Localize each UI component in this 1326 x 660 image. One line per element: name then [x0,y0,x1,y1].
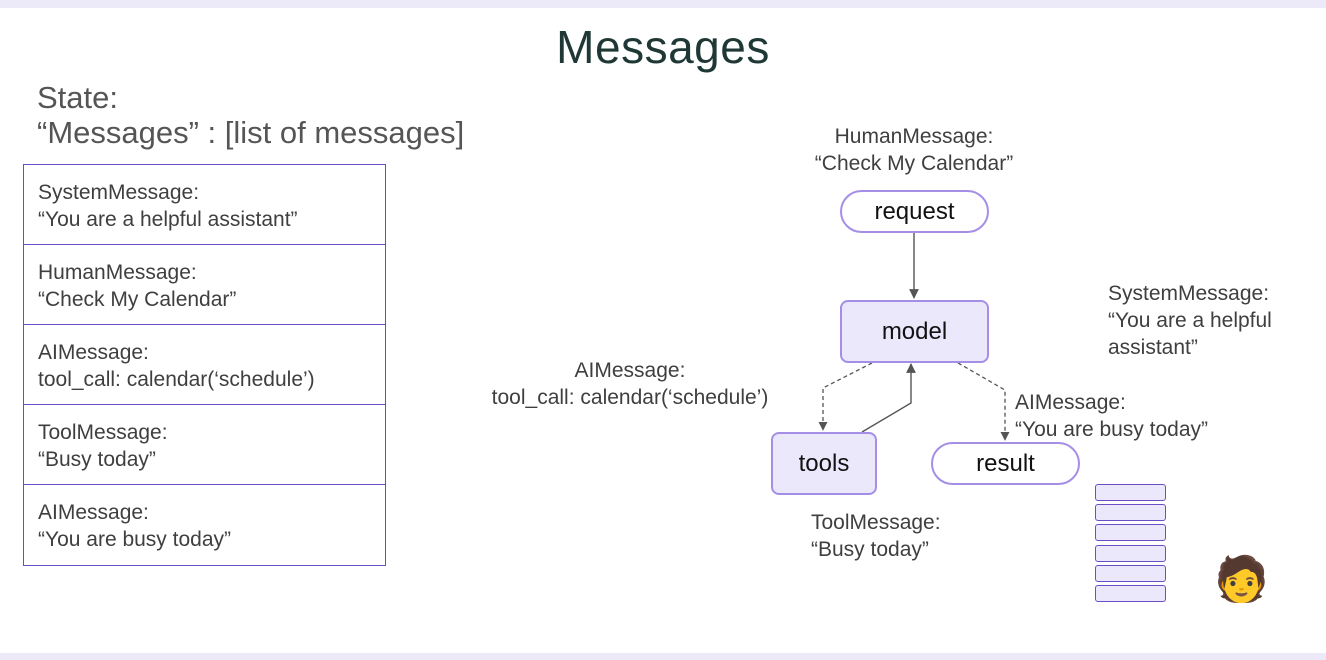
message-list-item: HumanMessage: “Check My Calendar” [24,245,385,325]
user-avatar-icon: 🧑 [1214,555,1269,604]
message-content: “You are busy today” [38,528,232,551]
state-messages-definition: “Messages” : [list of messages] [37,115,465,150]
stack-block [1095,524,1166,542]
message-type: HumanMessage: [38,261,197,284]
edge-model-to-tools [818,362,873,431]
result-node: result [931,442,1080,485]
message-type: SystemMessage: [38,181,200,204]
stack-block [1095,544,1166,562]
request-node: request [840,190,989,233]
model-node: model [840,300,989,363]
message-type: AIMessage: [38,501,149,524]
system-message-line1: “You are a helpful [1108,309,1272,332]
message-stack [1095,484,1166,605]
page-title: Messages [556,21,770,73]
tool-message-content: “Busy today” [811,538,929,561]
message-content: “Busy today” [38,448,156,471]
message-content: tool_call: calendar(‘schedule’) [38,368,315,391]
ai-tool-call-type: AIMessage: [574,359,686,382]
message-list-item: AIMessage: tool_call: calendar(‘schedule… [24,325,385,405]
human-message-type: HumanMessage: [834,125,994,148]
message-list-item: AIMessage: “You are busy today” [24,485,385,565]
message-type: ToolMessage: [38,421,168,444]
tool-message-type: ToolMessage: [811,511,941,534]
ai-tool-call-content: tool_call: calendar(‘schedule’) [491,386,769,409]
ai-tool-call-label: AIMessage: tool_call: calendar(‘schedule… [470,357,790,411]
tool-message-label: ToolMessage: “Busy today” [811,509,941,563]
message-content: “Check My Calendar” [38,288,237,311]
message-type: AIMessage: [38,341,149,364]
system-message-type: SystemMessage: [1108,282,1270,305]
message-content: “You are a helpful assistant” [38,208,298,231]
system-message-line2: assistant” [1108,336,1198,359]
ai-result-type: AIMessage: [1015,391,1126,414]
message-list: SystemMessage: “You are a helpful assist… [23,164,386,566]
message-list-item: ToolMessage: “Busy today” [24,405,385,485]
stack-block [1095,584,1166,602]
system-message-label: SystemMessage: “You are a helpful assist… [1108,280,1272,361]
human-message-content: “Check My Calendar” [814,152,1014,175]
stack-block [1095,504,1166,522]
stack-block [1095,564,1166,582]
edge-model-to-result [957,362,1010,441]
ai-result-content: “You are busy today” [1015,418,1209,441]
edge-tools-to-model [861,363,916,433]
stack-block [1095,484,1166,501]
state-label: State: [37,80,118,115]
tools-node: tools [771,432,877,495]
message-list-item: SystemMessage: “You are a helpful assist… [24,165,385,245]
top-band [0,0,1326,8]
bottom-band [0,653,1326,660]
ai-result-label: AIMessage: “You are busy today” [1015,389,1208,443]
human-message-label: HumanMessage: “Check My Calendar” [804,123,1024,177]
